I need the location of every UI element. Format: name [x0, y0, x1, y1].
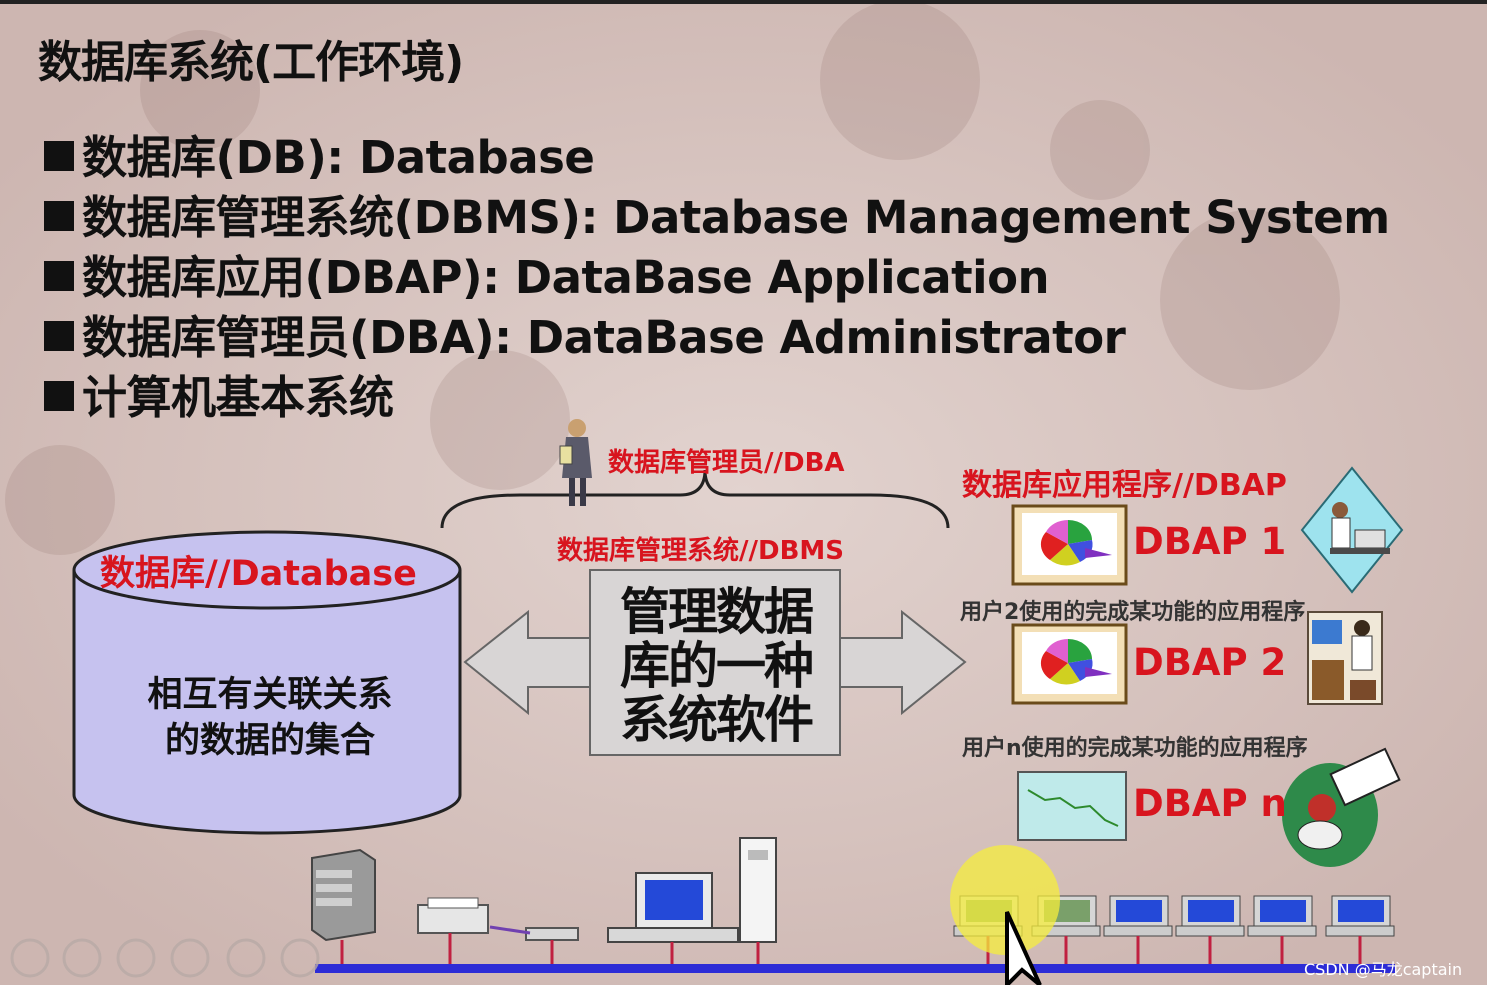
dba-label: 数据库管理员//DBA: [608, 448, 845, 478]
slides-icon: [170, 938, 210, 978]
network-bus: [315, 964, 1395, 973]
background-texture: [5, 0, 1340, 555]
bullet-list: 数据库(DB): Database 数据库管理系统(DBMS): Databas…: [44, 128, 1390, 428]
bullet-square-icon: [44, 141, 74, 171]
prev-icon: [10, 938, 50, 978]
database-cylinder: [72, 530, 462, 835]
dbap-label: 数据库应用程序//DBAP: [962, 468, 1287, 503]
more-icon: [280, 938, 320, 978]
bullet-computer-system: 计算机基本系统: [44, 368, 1390, 428]
dbms-double-arrow: [463, 569, 967, 756]
modem-icon: [525, 927, 579, 941]
pen-icon: [116, 938, 156, 978]
server-tower-icon: [311, 848, 376, 942]
user2-icon: [1307, 611, 1383, 705]
bullet-square-icon: [44, 261, 74, 291]
bullet-dbap: 数据库应用(DBAP): DataBase Application: [44, 248, 1390, 308]
printer-icon: [417, 897, 489, 934]
dbap1-monitor-icon: [1011, 504, 1128, 586]
page-title: 数据库系统(工作环境): [38, 37, 464, 88]
cursor-highlight: [950, 845, 1060, 955]
dbms-label: 数据库管理系统//DBMS: [557, 536, 844, 566]
dbms-box: [589, 569, 841, 756]
player-controls: [10, 938, 320, 978]
csdn-watermark: CSDN @马龙captain: [1304, 960, 1463, 979]
dba-person-icon: [559, 419, 592, 506]
dbap1-label: DBAP 1: [1133, 520, 1287, 563]
bullet-square-icon: [44, 381, 74, 411]
zoom-icon: [226, 938, 266, 978]
play-icon: [62, 938, 102, 978]
bullet-square-icon: [44, 321, 74, 351]
bullet-dbms: 数据库管理系统(DBMS): Database Management Syste…: [44, 188, 1390, 248]
bullet-square-icon: [44, 201, 74, 231]
mouse-pointer-icon: [1005, 911, 1042, 985]
bullet-dba: 数据库管理员(DBA): DataBase Administrator: [44, 308, 1390, 368]
user2-caption: 用户2使用的完成某功能的应用程序: [960, 600, 1306, 625]
database-description: 相互有关联关系 的数据的集合: [147, 675, 393, 761]
dbapn-chart-icon: [1017, 771, 1127, 841]
dbap2-label: DBAP 2: [1133, 641, 1287, 684]
dba-brace: [440, 469, 950, 529]
dbms-description: 管理数据 库的一种 系统软件: [620, 583, 814, 749]
dbapn-label: DBAP n: [1133, 782, 1287, 825]
printer-cable: [489, 925, 531, 935]
user1-icon: [1300, 466, 1404, 594]
database-label: 数据库//Database: [100, 554, 417, 594]
dbap2-monitor-icon: [1011, 623, 1128, 705]
bullet-db: 数据库(DB): Database: [44, 128, 1390, 188]
usern-icon: [1282, 747, 1401, 867]
top-border: [0, 0, 1487, 4]
usern-caption: 用户n使用的完成某功能的应用程序: [962, 736, 1308, 761]
